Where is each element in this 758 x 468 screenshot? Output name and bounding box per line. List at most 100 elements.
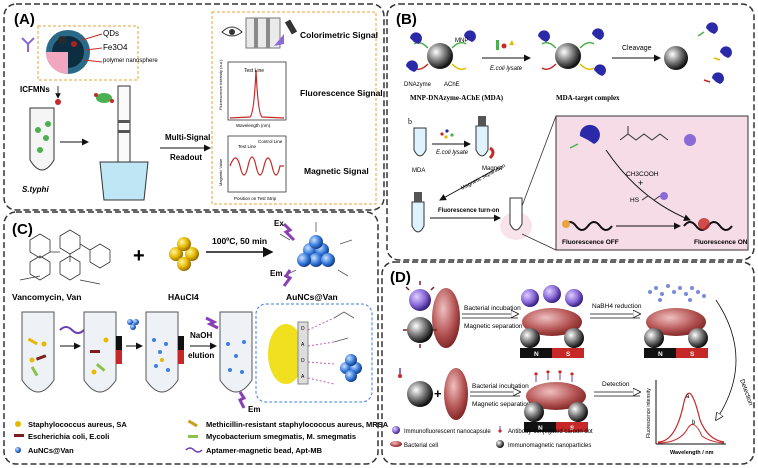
legend-cell-icon [390, 441, 402, 447]
haucl-label: HAuCl4 [168, 292, 199, 302]
svg-text:A: A [301, 342, 305, 348]
panel-c-border [3, 211, 379, 465]
lysate-label: E.coli lysate [490, 66, 523, 72]
bacterial-cell-2 [444, 368, 468, 420]
s-label-3: S [570, 425, 575, 432]
wavelength-axis-label: Wavelength (nm) [236, 123, 271, 128]
spikes-1 [403, 281, 437, 348]
complex-label: MDA-target complex [556, 94, 620, 102]
tube-3 [145, 311, 184, 393]
plus-sign-d: + [434, 386, 442, 401]
colorimetric-strip [245, 17, 281, 49]
test-strip [99, 85, 149, 201]
cleaved-products [664, 22, 732, 84]
nanocapsule-group [407, 288, 460, 348]
cleavage-label: Cleavage [622, 45, 652, 52]
fluorescence-spectrum [655, 380, 726, 445]
qds-label: QDs [103, 29, 119, 38]
ache-label: AChE [444, 82, 460, 88]
detection-vertical-label: Detection [738, 378, 754, 407]
lysate-label-2: E.coli lysate [436, 150, 469, 156]
legend-msmeg: Mycobacterium smegmatis, M. smegmatis [206, 432, 356, 441]
magnet-n-3 [524, 422, 556, 432]
fl-y-axis-label: Fluorescence intensity [646, 388, 652, 438]
detection-curve-arrow [716, 299, 737, 420]
b-letter: b [408, 117, 412, 126]
vancomycin-structure [19, 229, 111, 285]
em-bolt-icon-2 [237, 391, 247, 409]
aptamer-icon-1 [59, 326, 85, 334]
magnet-s-2 [676, 348, 708, 358]
svg-text:D: D [301, 326, 305, 332]
plus-sign: + [638, 178, 643, 188]
detection-label: Detection [602, 381, 630, 388]
n-label-1: N [534, 351, 539, 358]
polymer-label: polymer nanosphere [103, 58, 158, 64]
fluorescence-on-label: Fluorescence ON [694, 239, 748, 246]
mnp-label: MNP [455, 38, 468, 44]
icfmn-small-icon [55, 99, 61, 105]
legend-dot-icon [498, 426, 502, 433]
fluorescence-off-label: Fluorescence OFF [562, 239, 619, 246]
elution-label: elution [188, 351, 214, 360]
legend-nano-icon [392, 426, 400, 434]
magnetic-plot: Test Line Control Line Position on Test … [218, 135, 287, 201]
aunc-label: AuNCs@Van [286, 292, 338, 302]
mda-particle [406, 30, 476, 72]
styphi-label: S.typhi [22, 185, 49, 194]
em-bolt-icon [282, 269, 293, 287]
fluorescence-signal-label: Fluorescence Signal [300, 88, 383, 98]
tube-2 [83, 311, 122, 393]
s-label-2: S [690, 351, 695, 358]
mda-tube [413, 127, 427, 157]
ache-enzyme-icon [569, 124, 600, 149]
legend-ecoli: Escherichia coli, E.coli [28, 432, 109, 441]
control-line-label: Control Line [258, 139, 283, 144]
fl-x-axis-label: Wavelength / nm [670, 450, 714, 456]
legend-cell: Bacterial cell [404, 443, 438, 449]
colorimetric-signal-label: Colorimetric Signal [300, 30, 378, 40]
glowing-tube [500, 197, 532, 240]
hs-label: HS [630, 197, 640, 204]
legend-aunc: AuNCs@Van [28, 446, 74, 455]
turnon-label: Fluorescence turn-on [438, 208, 500, 214]
svg-text:A: A [301, 374, 305, 380]
fluorescence-on-strand [683, 218, 733, 231]
legend-nano: Immunofluorescent nanocapsule [404, 429, 491, 435]
panel-b-border [386, 3, 755, 261]
readout-line2: Readout [170, 153, 202, 162]
legend-imn: Immunomagnetic nanoparticles [508, 443, 591, 449]
test-line-label-2: Test Line [238, 144, 257, 149]
icfmns-label: ICFMNs [20, 85, 50, 94]
nanoparticle-inset [37, 25, 139, 81]
legend-imn-icon [496, 440, 504, 448]
fluor-y-axis-label: Fluorescence Intensity (a.u.) [218, 59, 223, 110]
captured-complex-1 [520, 285, 584, 348]
legend-dot: Antibody-conjugated carbon dot [508, 429, 593, 435]
magnet-n-2 [644, 348, 676, 358]
magsep-d-label-2: Magnetic separation [472, 401, 531, 408]
mda-target-complex [538, 28, 606, 76]
ex-bolt-icon [282, 222, 296, 242]
incubation-label-2: Bacterial incubation [472, 383, 529, 390]
magnet-s-3 [556, 422, 588, 432]
dnazyme-label: DNAzyme [404, 82, 432, 88]
position-axis-label: Position on Test Strip [234, 196, 277, 201]
incubation-label: Bacterial incubation [464, 305, 521, 312]
tube-4 [219, 311, 253, 393]
aunc-small-icon [127, 319, 139, 330]
icfmn-particle [46, 30, 90, 74]
uv-light-icon [274, 19, 298, 46]
antibody-icon [21, 37, 35, 52]
ex-label: Ex [274, 219, 284, 228]
mda-tube-label: MDA [412, 168, 425, 174]
magnet-s-1 [552, 348, 584, 358]
carbon-dot-icon [398, 368, 402, 378]
em-label: Em [270, 269, 282, 278]
legend-sa: Staphylococcus aureus, SA [28, 420, 127, 429]
acid-label: CH3COOH [626, 171, 659, 178]
naoh-label: NaOH [190, 331, 212, 340]
magsep-arrow [439, 169, 495, 201]
captured-complex-2 [524, 370, 588, 422]
separated-tube [411, 192, 425, 233]
